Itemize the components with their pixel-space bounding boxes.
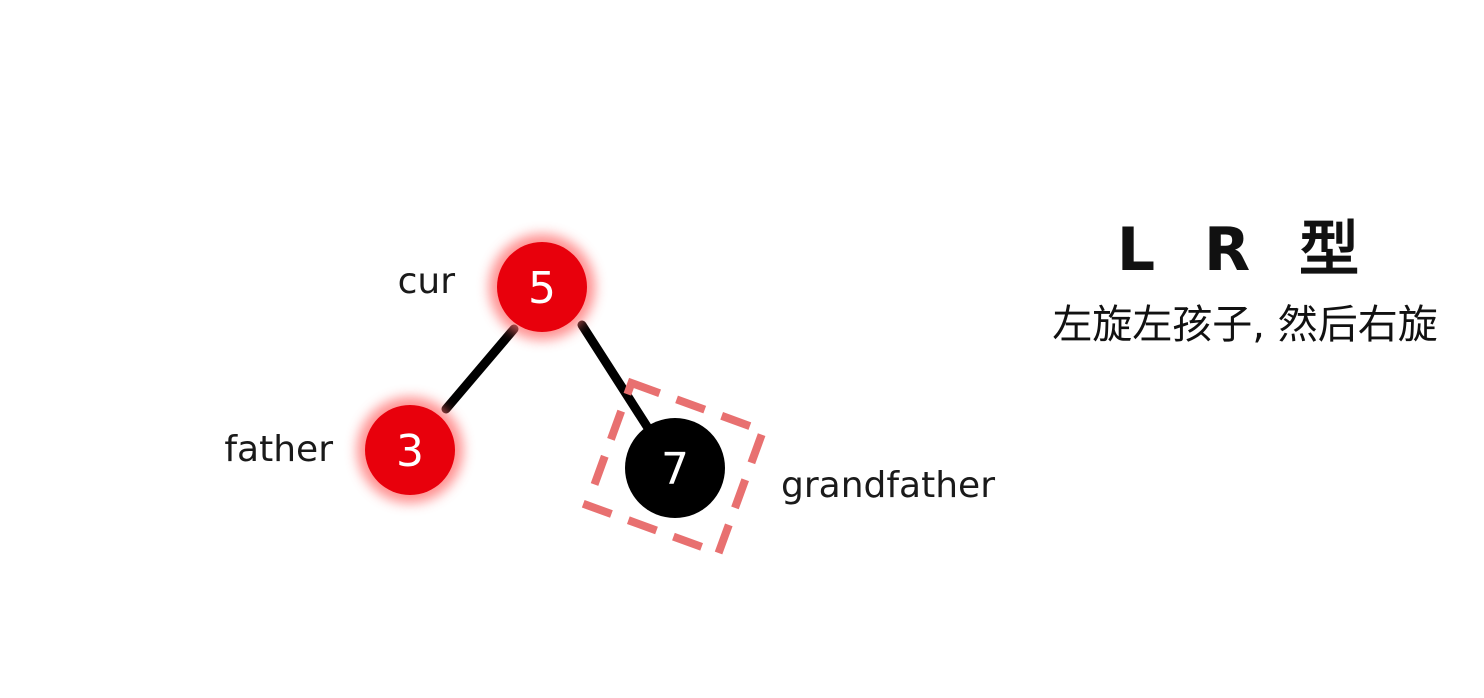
node-7: 7	[625, 418, 725, 518]
edge-5-3	[441, 324, 519, 414]
node-3-value: 3	[396, 426, 424, 477]
node-3: 3	[357, 397, 463, 503]
label-cur: cur	[398, 261, 456, 302]
grandfather-highlight-box	[581, 377, 769, 559]
node-5-value: 5	[528, 263, 556, 314]
caption-area: L R 型 左旋左孩子, 然后右旋	[1015, 205, 1475, 355]
node-3-circle	[365, 405, 455, 495]
diagram-subtitle: 左旋左孩子, 然后右旋	[1052, 302, 1438, 348]
node-7-value: 7	[661, 444, 689, 495]
diagram-title: L R 型	[1116, 215, 1374, 285]
label-father: father	[224, 429, 333, 470]
edge-5-7	[577, 320, 653, 433]
label-grandfather: grandfather	[781, 465, 995, 506]
node-7-circle	[625, 418, 725, 518]
node-5: 5	[489, 234, 595, 340]
node-5-circle	[497, 242, 587, 332]
